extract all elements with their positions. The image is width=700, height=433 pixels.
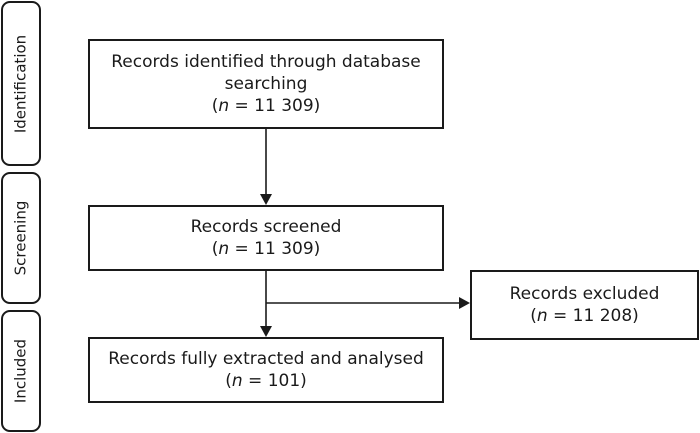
stage-identification: Identification bbox=[1, 1, 41, 166]
records-identified-box: Records identified through database sear… bbox=[88, 39, 444, 129]
records-screened-count-value: = 11 309) bbox=[229, 239, 321, 259]
stage-screening: Screening bbox=[1, 172, 41, 304]
stage-included: Included bbox=[1, 310, 41, 432]
records-extracted-title: Records fully extracted and analysed bbox=[108, 349, 424, 369]
records-extracted-box: Records fully extracted and analysed (n … bbox=[88, 337, 444, 403]
n-symbol: n bbox=[218, 239, 230, 259]
records-identified-count-value: = 11 309) bbox=[229, 96, 321, 116]
arrowhead-screened bbox=[260, 194, 272, 205]
n-symbol: n bbox=[218, 96, 230, 116]
records-excluded-box: Records excluded (n = 11 208) bbox=[470, 270, 699, 340]
arrowhead-excluded bbox=[459, 297, 470, 309]
records-excluded-count-value: = 11 208) bbox=[547, 306, 639, 326]
records-screened-count: (n = 11 309) bbox=[211, 239, 321, 259]
records-screened-box: Records screened (n = 11 309) bbox=[88, 205, 444, 271]
records-excluded-count: (n = 11 208) bbox=[530, 306, 639, 326]
n-symbol: n bbox=[231, 371, 243, 391]
records-identified-count: (n = 11 309) bbox=[211, 96, 321, 116]
records-identified-title-line1: Records identified through database bbox=[111, 52, 421, 72]
arrowhead-extracted bbox=[260, 326, 272, 337]
records-screened-title: Records screened bbox=[190, 217, 342, 237]
records-extracted-count-value: = 101) bbox=[242, 371, 307, 391]
n-symbol: n bbox=[536, 306, 548, 326]
records-excluded-title: Records excluded bbox=[509, 284, 660, 304]
records-extracted-count: (n = 101) bbox=[225, 371, 307, 391]
records-identified-title-line2: searching bbox=[224, 74, 308, 94]
